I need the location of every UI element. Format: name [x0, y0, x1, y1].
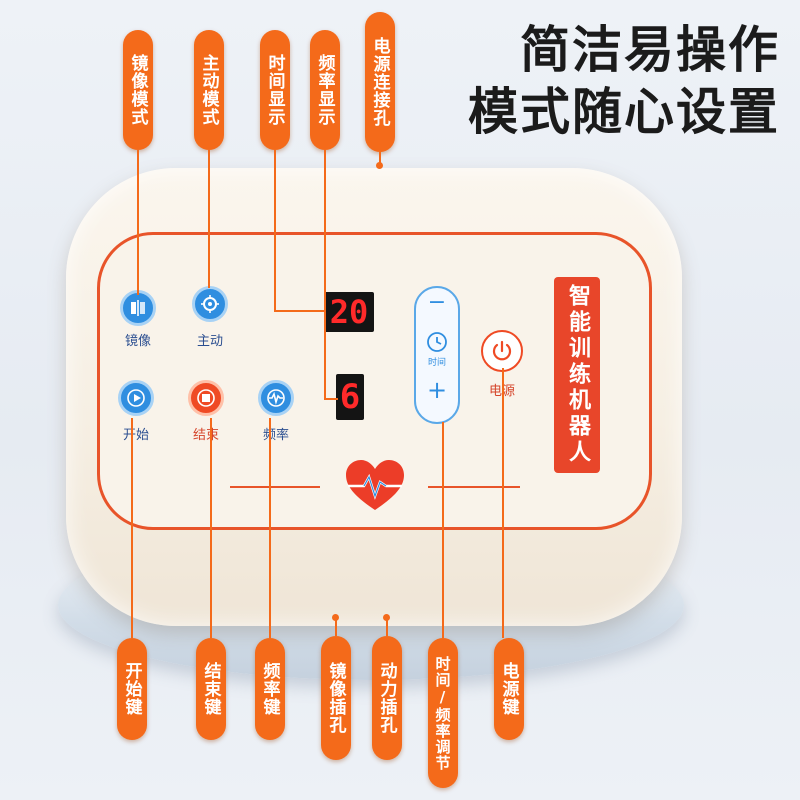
mirror-label: 镜像	[124, 334, 151, 349]
leader-mirror-mode	[137, 150, 139, 295]
start-button[interactable]	[118, 380, 154, 416]
tag-power-port: 电源连接孔	[365, 12, 395, 152]
tag-time-display: 时间显示	[260, 30, 290, 150]
leader-freq-display-v	[324, 150, 326, 400]
plus-button[interactable]: +	[426, 376, 448, 404]
headline-line-1: 简洁易操作	[520, 21, 780, 79]
brand-plate: 智能训练机器人	[554, 277, 600, 473]
freq-button[interactable]	[258, 380, 294, 416]
leader-freq-key	[269, 418, 271, 638]
power-button[interactable]	[481, 330, 523, 372]
leader-end-key	[210, 418, 212, 638]
end-button[interactable]	[188, 380, 224, 416]
stop-icon	[197, 389, 215, 407]
clock-label: 时间	[427, 358, 446, 368]
end-label: 结束	[192, 428, 219, 443]
leader-mirror-port-dot	[332, 614, 339, 621]
leader-time-display-v	[274, 150, 276, 312]
tag-end-key: 结束键	[196, 638, 226, 740]
power-label: 电源	[472, 380, 532, 399]
start-label: 开始	[122, 428, 149, 443]
tag-power-key: 电源键	[494, 638, 524, 740]
waveform-icon	[267, 389, 285, 407]
tag-mirror-port: 镜像插孔	[321, 636, 351, 760]
freq-display: 6	[336, 374, 364, 420]
heart-line-right	[428, 486, 520, 488]
leader-power-key	[502, 368, 504, 638]
tag-freq-key: 频率键	[255, 638, 285, 740]
heart-icon	[344, 458, 406, 512]
active-label: 主动	[196, 334, 223, 349]
leader-motor-port-dot	[383, 614, 390, 621]
headline-line-2: 模式随心设置	[468, 83, 780, 141]
heart-line-left	[230, 486, 320, 488]
leader-freq-display-h	[324, 398, 338, 400]
leader-start-key	[131, 418, 133, 638]
tag-active-mode: 主动模式	[194, 30, 224, 150]
power-icon	[492, 340, 512, 361]
freq-label: 频率	[262, 428, 289, 443]
clock-icon	[425, 330, 449, 354]
tag-start-key: 开始键	[117, 638, 147, 740]
time-freq-adjust-pill	[414, 286, 460, 424]
time-display: 20	[324, 292, 374, 332]
mirror-icon	[131, 300, 145, 316]
play-icon	[127, 389, 145, 407]
tag-motor-port: 动力插孔	[372, 636, 402, 760]
leader-motor-port	[386, 618, 388, 636]
target-icon	[201, 295, 219, 313]
tag-mirror-mode: 镜像模式	[123, 30, 153, 150]
leader-mirror-port	[335, 618, 337, 636]
mirror-button[interactable]	[120, 290, 156, 326]
leader-active-mode	[208, 150, 210, 288]
leader-time-freq-adjust	[442, 422, 444, 638]
active-button[interactable]	[192, 286, 228, 322]
leader-power-port	[379, 152, 381, 166]
leader-time-display-h	[274, 310, 326, 312]
tag-freq-display: 频率显示	[310, 30, 340, 150]
tag-time-freq-adjust: 时间/频率调节	[428, 638, 458, 788]
leader-power-port-dot	[376, 162, 383, 169]
minus-button[interactable]: −	[427, 290, 447, 315]
